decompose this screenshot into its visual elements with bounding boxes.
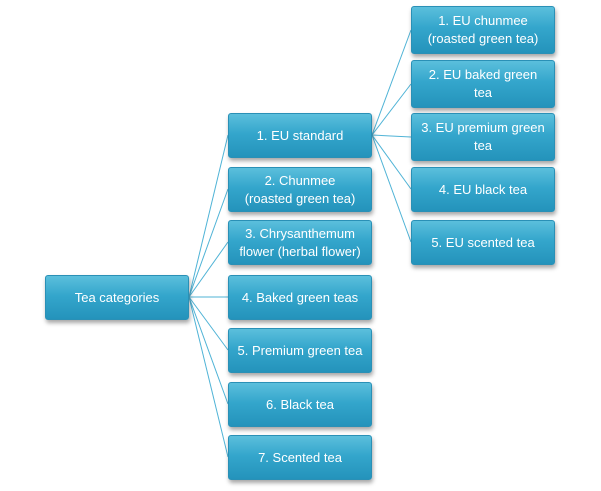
- root-label: Tea categories: [74, 289, 160, 305]
- category-node-black-tea: 6. Black tea: [228, 382, 372, 427]
- category-node-scented-tea: 7. Scented tea: [228, 435, 372, 480]
- root-node: Tea categories: [45, 275, 189, 320]
- eu-standard-to-sub-line: [371, 83, 412, 136]
- eu-node-label: 1. EU chunmee(roasted green tea): [427, 13, 539, 46]
- eu-standard-to-sub-line: [371, 134, 412, 190]
- category-node-baked-green-teas: 4. Baked green teas: [228, 275, 372, 320]
- eu-standard-to-sub-line: [371, 134, 412, 243]
- root-to-category-line: [188, 241, 229, 298]
- root-to-category-line: [188, 296, 229, 458]
- root-to-category-line: [188, 188, 229, 298]
- category-label: 6. Black tea: [266, 396, 334, 412]
- eu-standard-to-sub-line: [371, 134, 412, 138]
- category-label: 7. Scented tea: [258, 449, 342, 465]
- root-to-category-line: [188, 296, 229, 405]
- eu-node-chunmee: 1. EU chunmee(roasted green tea): [411, 6, 555, 54]
- category-node-eu-standard: 1. EU standard: [228, 113, 372, 158]
- category-label: 5. Premium green tea: [237, 342, 363, 358]
- eu-node-label: 5. EU scented tea: [431, 234, 535, 250]
- eu-node-scented-tea: 5. EU scented tea: [411, 220, 555, 265]
- category-label: 1. EU standard: [256, 127, 344, 143]
- category-label: 4. Baked green teas: [241, 289, 359, 305]
- category-node-chunmee: 2. Chunmee(roasted green tea): [228, 167, 372, 212]
- category-label: 2. Chunmee(roasted green tea): [244, 172, 356, 206]
- category-node-premium-green-tea: 5. Premium green tea: [228, 328, 372, 373]
- eu-node-label: 4. EU black tea: [438, 181, 528, 197]
- root-to-category-line: [188, 296, 229, 351]
- eu-standard-to-sub-line: [371, 29, 412, 136]
- root-to-category-line: [188, 134, 229, 298]
- eu-node-black-tea: 4. EU black tea: [411, 167, 555, 212]
